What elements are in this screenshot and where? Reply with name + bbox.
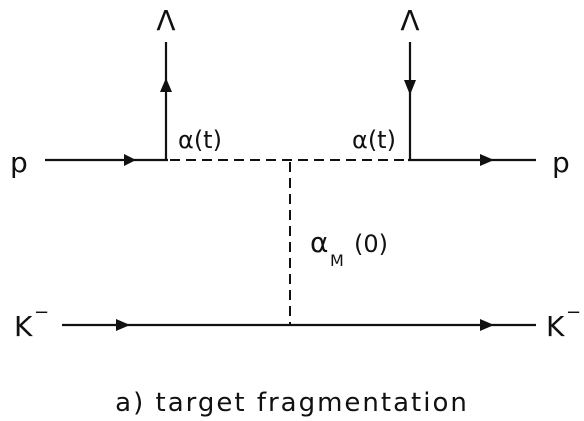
alpha-m-argument: (0) — [354, 230, 388, 258]
alpha-m-subscript: M — [330, 251, 344, 270]
proton-outgoing-arrow — [480, 154, 494, 166]
proton-out-label: p — [552, 146, 570, 179]
alpha-left-label: α(t) — [178, 126, 222, 154]
kaon-out-label: K — [546, 310, 565, 343]
alpha-m-symbol: α — [310, 226, 328, 259]
proton-in-label: p — [10, 146, 28, 179]
lambda-right-label: Λ — [400, 4, 419, 37]
kaon-in-superscript: − — [34, 302, 49, 323]
alpha-right-label: α(t) — [352, 126, 396, 154]
lambda-right-arrow — [404, 80, 416, 95]
kaon-outgoing-arrow — [480, 319, 494, 331]
kaon-out-superscript: − — [566, 302, 581, 323]
lambda-left-label: Λ — [156, 4, 175, 37]
kaon-incoming-arrow — [116, 319, 130, 331]
diagram-caption: a) target fragmentation — [115, 388, 469, 418]
proton-incoming-arrow — [124, 154, 136, 166]
kaon-in-label: K — [14, 310, 33, 343]
lambda-left-arrow — [160, 78, 172, 92]
